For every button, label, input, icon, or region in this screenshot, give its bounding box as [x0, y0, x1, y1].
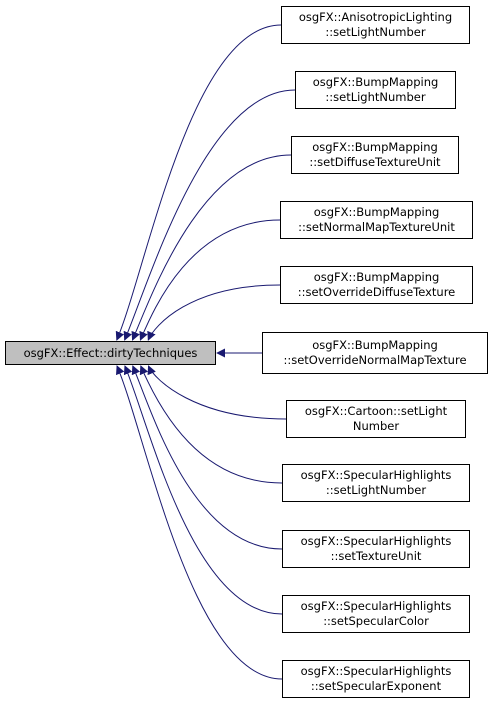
caller-node-line1: osgFX::BumpMapping: [312, 75, 439, 89]
caller-node-line1: osgFX::BumpMapping: [312, 338, 438, 352]
caller-node-line1: osgFX::SpecularHighlights: [300, 599, 452, 613]
call-edge: [116, 365, 283, 680]
call-edge: [147, 284, 281, 341]
caller-node-line2: ::setNormalMapTextureUnit: [298, 220, 455, 234]
call-edge: [139, 365, 283, 484]
caller-node[interactable]: osgFX::BumpMapping ::setOverrideNormalMa…: [262, 332, 488, 374]
caller-node-line2: ::setSpecularExponent: [310, 679, 442, 693]
call-edge: [115, 24, 282, 341]
caller-node-line2: ::setLightNumber: [325, 483, 427, 497]
call-edge: [131, 154, 292, 341]
caller-node[interactable]: osgFX::SpecularHighlights ::setSpecularC…: [282, 595, 470, 633]
root-node-label: osgFX::Effect::dirtyTechniques: [23, 345, 198, 360]
caller-node-line1: osgFX::AnisotropicLighting: [298, 10, 453, 24]
caller-node-line2: ::setLightNumber: [325, 25, 426, 39]
caller-node[interactable]: osgFX::BumpMapping ::setLightNumber: [295, 71, 456, 109]
caller-node[interactable]: osgFX::BumpMapping ::setDiffuseTextureUn…: [291, 136, 459, 174]
call-edge: [123, 89, 296, 341]
caller-node[interactable]: osgFX::AnisotropicLighting ::setLightNum…: [281, 6, 470, 44]
caller-node-line1: osgFX::Cartoon::setLight: [304, 404, 448, 418]
call-edge: [147, 365, 287, 420]
caller-node-line1: osgFX::SpecularHighlights: [300, 534, 452, 548]
call-edge: [131, 365, 283, 550]
caller-node[interactable]: osgFX::SpecularHighlights ::setSpecularE…: [282, 660, 470, 698]
caller-node[interactable]: osgFX::BumpMapping ::setOverrideDiffuseT…: [280, 266, 473, 304]
caller-node-line1: osgFX::BumpMapping: [313, 205, 440, 219]
caller-node-line2: ::setTextureUnit: [330, 549, 422, 563]
caller-node[interactable]: osgFX::BumpMapping ::setNormalMapTexture…: [280, 201, 473, 239]
call-edge: [123, 365, 283, 615]
caller-node-line2: ::setSpecularColor: [323, 614, 429, 628]
caller-node-line2: Number: [352, 419, 400, 433]
caller-node-line1: osgFX::SpecularHighlights: [300, 468, 452, 482]
root-node: osgFX::Effect::dirtyTechniques: [5, 341, 216, 365]
caller-node-line1: osgFX::BumpMapping: [312, 140, 438, 154]
caller-node-line2: ::setOverrideDiffuseTexture: [297, 285, 456, 299]
caller-node[interactable]: osgFX::SpecularHighlights ::setTextureUn…: [282, 530, 470, 568]
caller-node-line2: ::setLightNumber: [325, 90, 426, 104]
caller-node-line2: ::setOverrideNormalMapTexture: [283, 353, 467, 367]
caller-node-line1: osgFX::SpecularHighlights: [300, 664, 452, 678]
caller-node-line2: ::setDiffuseTextureUnit: [309, 155, 441, 169]
call-edge: [139, 219, 281, 341]
caller-node-line1: osgFX::BumpMapping: [313, 270, 440, 284]
caller-node[interactable]: osgFX::SpecularHighlights ::setLightNumb…: [282, 464, 470, 502]
caller-node[interactable]: osgFX::Cartoon::setLight Number: [286, 400, 466, 438]
